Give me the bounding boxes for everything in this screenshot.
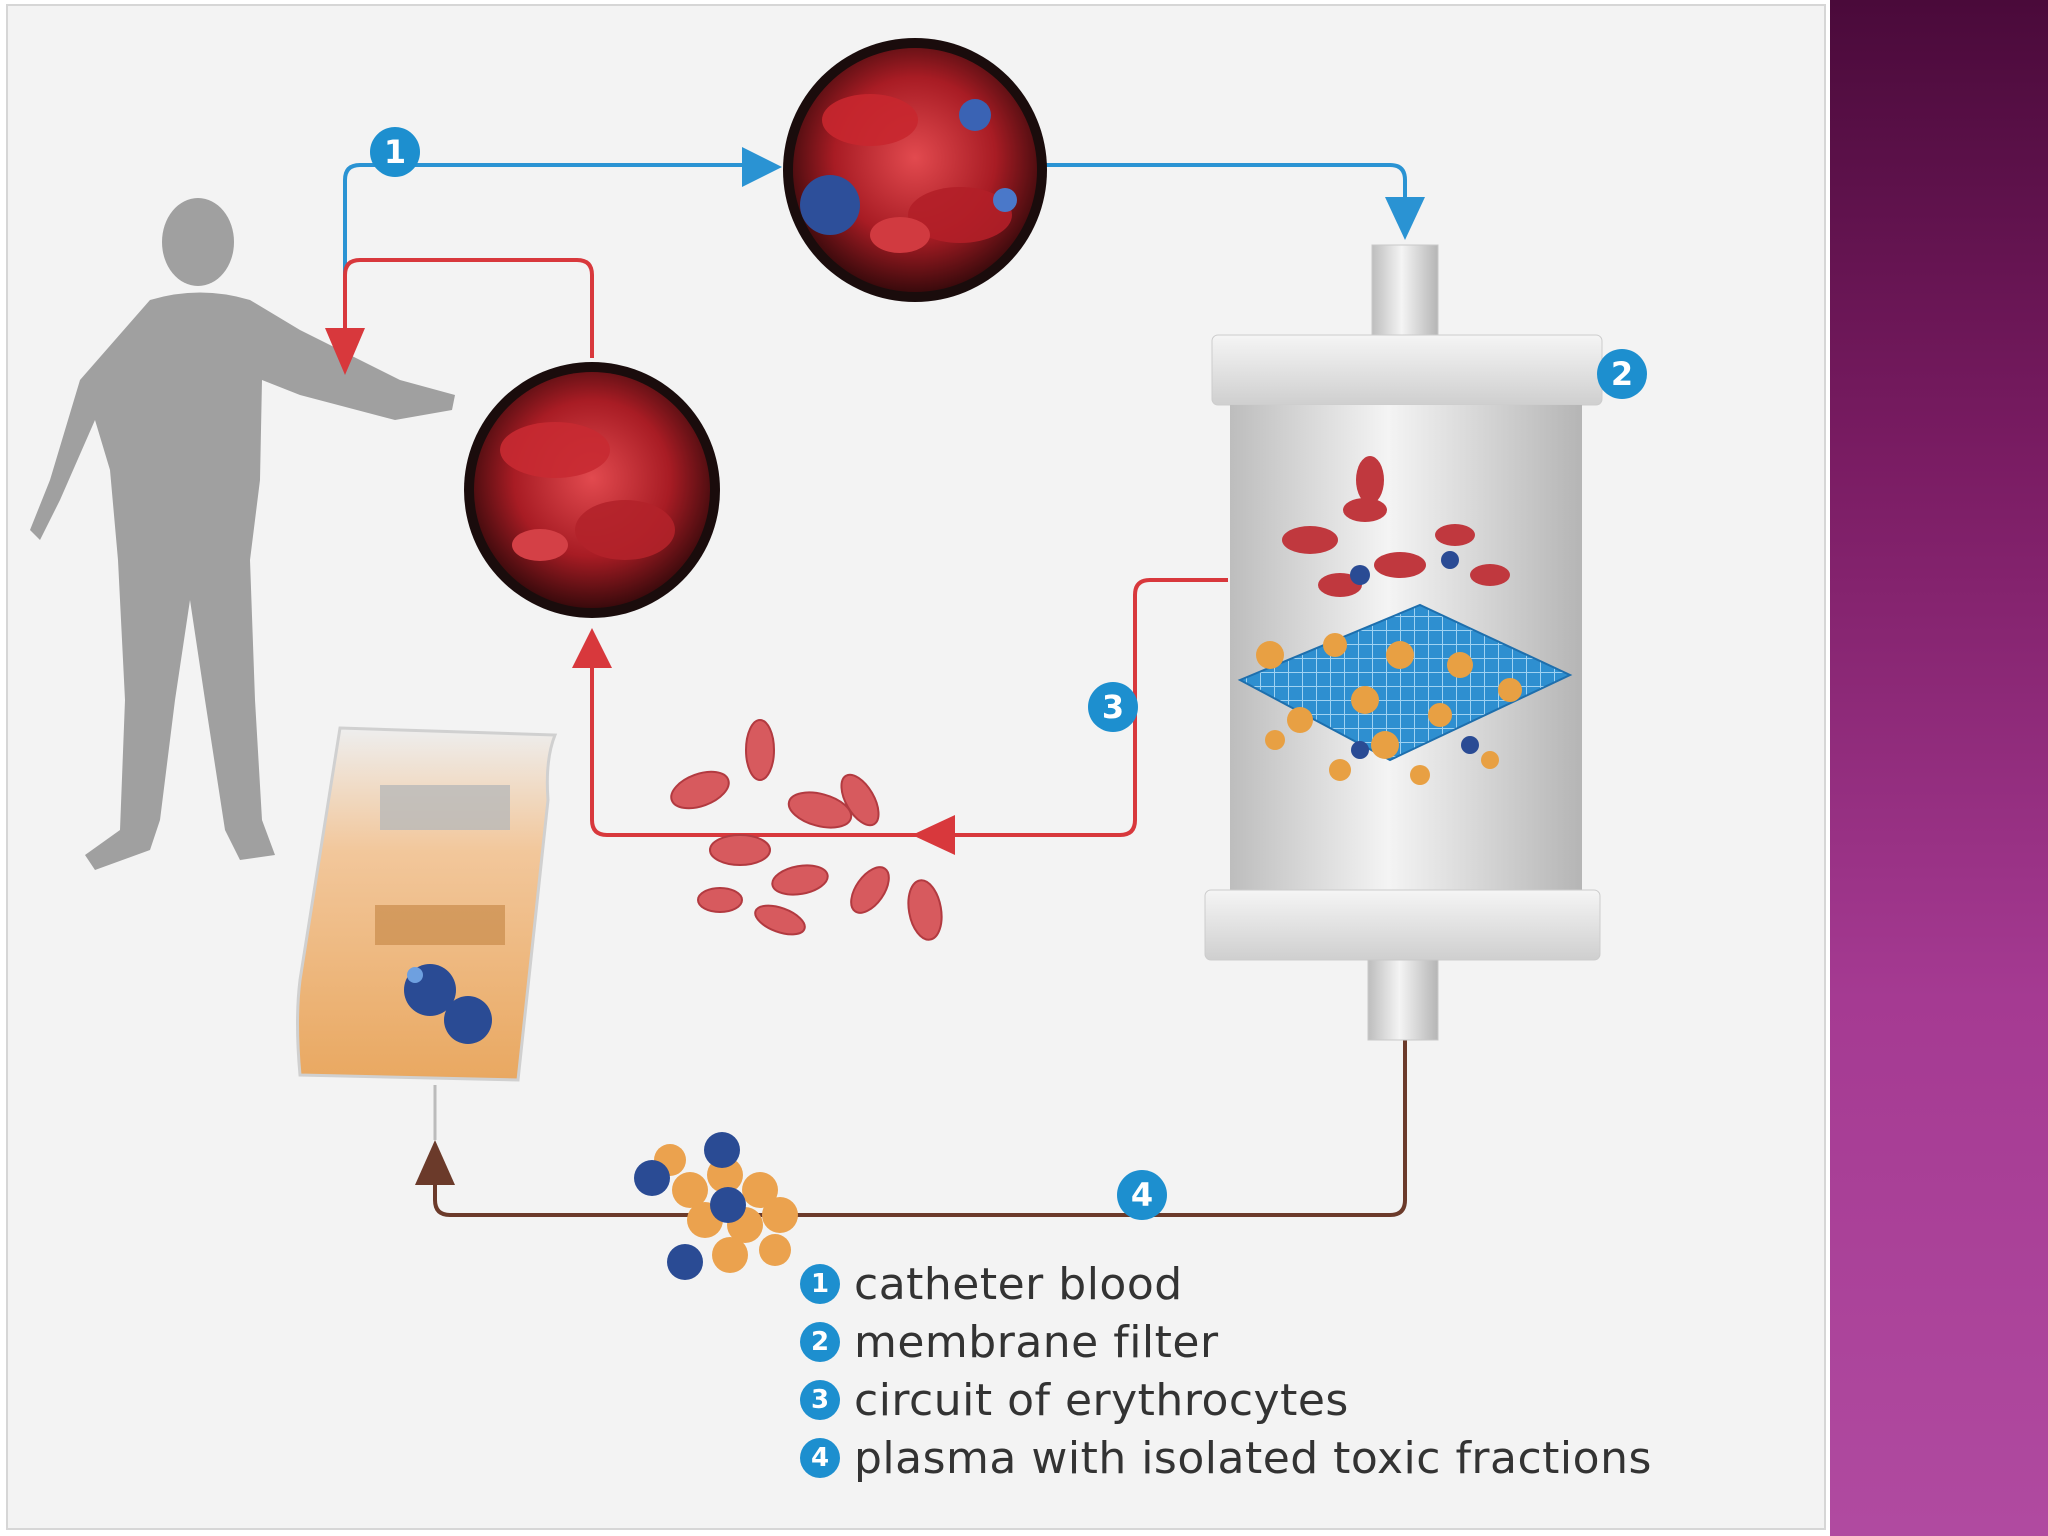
legend-badge: 1 [800,1264,840,1304]
legend-item: 2 membrane filter [800,1313,1700,1371]
legend-badge: 2 [800,1322,840,1362]
side-decoration-panel [1830,0,2048,1536]
catheter-blood-line [343,163,1407,335]
person-silhouette-icon [30,198,455,870]
legend-label: plasma with isolated toxic fractions [854,1432,1652,1484]
step-badge-3: 3 [1088,682,1138,732]
legend-badge: 3 [800,1380,840,1420]
red-arrow-up [572,628,612,668]
step-badge-1: 1 [370,127,420,177]
blue-arrow-down [1385,197,1425,240]
legend-label: circuit of erythrocytes [854,1374,1349,1426]
plasma-bag-icon [296,726,558,1082]
legend-badge: 4 [800,1438,840,1478]
toxic-cells-cluster-icon [634,1132,798,1280]
step-badge-4: 4 [1117,1170,1167,1220]
blood-cells-clean-icon [464,362,720,618]
brown-arrow-up [415,1140,455,1185]
red-arrow-left [912,815,955,855]
legend: 1 catheter blood 2 membrane filter 3 cir… [800,1255,1700,1487]
erythrocyte-return-line [343,258,1228,837]
legend-item: 4 plasma with isolated toxic fractions [800,1429,1700,1487]
erythrocytes-cluster-icon [670,719,943,941]
step-badge-2: 2 [1597,349,1647,399]
membrane-filter-icon [1204,244,1603,1041]
plasma-line [433,1040,1407,1217]
blood-cells-top-icon [783,38,1047,302]
legend-label: membrane filter [854,1316,1219,1368]
legend-item: 3 circuit of erythrocytes [800,1371,1700,1429]
legend-item: 1 catheter blood [800,1255,1700,1313]
blue-arrow-right [742,147,782,187]
red-arrow-down-person [325,328,365,375]
legend-label: catheter blood [854,1258,1183,1310]
